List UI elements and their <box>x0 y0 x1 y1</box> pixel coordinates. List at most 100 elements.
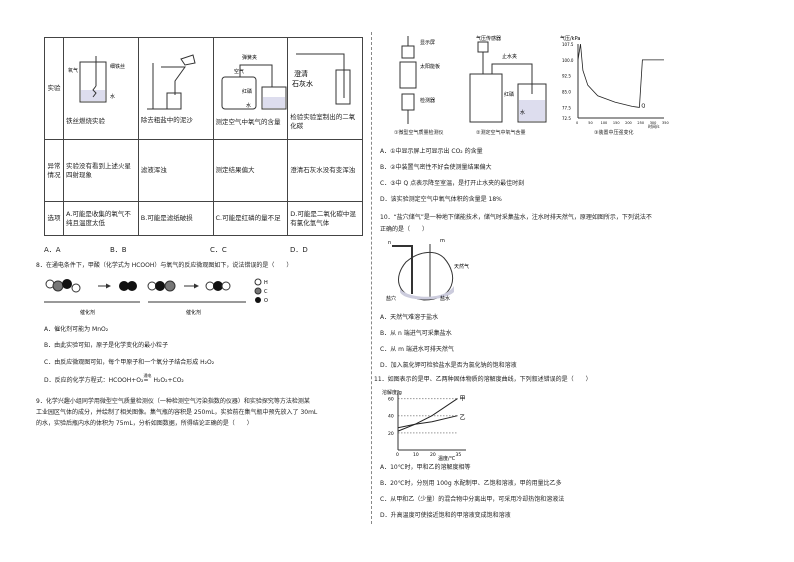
label-brine: 盐水 <box>440 295 450 302</box>
solubility-xtick: 10 <box>413 452 419 458</box>
q7-table: 实验 氧气 细铁丝 水 铁丝燃烧实验 除去粗盐中的泥沙 <box>44 37 363 236</box>
q10-option-c[interactable]: C．从 m 端进水可排天然气 <box>380 346 454 353</box>
pressure-ytick: 85.0 <box>562 90 571 95</box>
legend-h: H <box>264 280 268 286</box>
q9-option-d[interactable]: D．该实验测定空气中氧气体积的含量是 18% <box>380 196 502 203</box>
series-line-jia <box>397 398 458 432</box>
q9-stem: 9．化学兴趣小组同学用微型空气质量检测仪（一种检测空气污染指数的仪器）和实验探究… <box>36 396 366 429</box>
anomaly-b: 滤液浑浊 <box>137 139 214 202</box>
q7-answer-a[interactable]: A．A <box>44 246 61 254</box>
label-oxygen: 氧气 <box>68 67 78 74</box>
q8-option-d-text: D．反应的化学方程式：HCOOH+O₂ <box>44 377 144 384</box>
label-iron-wire: 细铁丝 <box>110 63 125 70</box>
option-cell-d: D.可能是二氧化碳中混有氯化氢气体 <box>287 201 363 236</box>
q7-answer-b[interactable]: B．B <box>110 246 127 254</box>
q9-stem-line-1: 9．化学兴趣小组同学用微型空气质量检测仪（一种检测空气污染指数的仪器）和实验探究… <box>36 398 310 405</box>
pressure-xtick: 250 <box>637 121 644 125</box>
q11-option-c[interactable]: C．从甲和乙（少量）的混合物中分离出甲，可采用冷却热饱和溶液法 <box>380 496 565 503</box>
label-cavern: 盐穴 <box>386 295 396 302</box>
q8-reaction-diagram: 催化剂 催化剂 H C O <box>44 278 268 316</box>
q8-eq-condition: 通电 <box>143 373 152 378</box>
filtration-figure <box>146 53 196 109</box>
solubility-xtick: 35 <box>456 452 462 458</box>
catalyst-label-1: 催化剂 <box>80 309 95 316</box>
q7-answer-d[interactable]: D．D <box>290 246 308 254</box>
oxygen-content-figure: 弹簧夹 空气 红磷 水 <box>221 54 286 109</box>
pressure-xtick: 0 <box>576 121 578 125</box>
label-phosphorus: 红磷 <box>504 91 514 98</box>
experiment-cell-d: 澄清 石灰水 检验实验室制出的二氧化碳 <box>287 37 363 140</box>
label-solar: 太阳能板 <box>420 63 440 70</box>
fig-caption-3: ③装置中压强变化 <box>594 130 634 136</box>
column-divider <box>371 32 372 524</box>
point-q-label: Q <box>641 103 645 109</box>
fig-caption-1: ①微型空气质量检测仪 <box>394 130 444 136</box>
q7-answer-c[interactable]: C．C <box>210 246 227 254</box>
experiment-cell-c: 弹簧夹 空气 红磷 水 测定空气中氧气的含量 <box>212 37 289 140</box>
solubility-xtick: 20 <box>430 452 436 458</box>
legend-c: C <box>264 289 268 295</box>
option-cell-a: A.可能是收集的氧气不纯且温度太低 <box>63 201 139 236</box>
series-label-yi: 乙 <box>460 415 466 422</box>
fig-caption-2: ②测定空气中氧气含量 <box>476 130 526 136</box>
pressure-ytick: 72.5 <box>562 116 571 121</box>
label-n: n <box>388 240 391 246</box>
q9-stem-line-3: 的水，实验后瓶内水的体积为 75mL，分析如图数据，所得结论正确的是（ ） <box>36 420 253 427</box>
solubility-ytick: 20 <box>388 431 394 437</box>
label-stop-clamp: 止水夹 <box>502 53 517 60</box>
label-red-phosphorus: 红磷 <box>242 88 252 95</box>
q8-option-c[interactable]: C．由反应微观图可知，每个甲原子和一个氧分子结合形成 H₂O₂ <box>44 359 215 366</box>
q11-option-d[interactable]: D．升高温度可使接近饱和的甲溶液变成饱和溶液 <box>380 512 511 519</box>
iron-burning-figure: 氧气 细铁丝 水 <box>68 55 125 102</box>
row-header-anomaly: 异常情况 <box>44 139 64 202</box>
label-water-c: 水 <box>246 102 251 109</box>
salt-cavern-figure: n m 天然气 盐水 盐穴 <box>386 238 469 302</box>
q8-option-b[interactable]: B．由此实验可知，原子是化学变化的最小粒子 <box>44 342 169 349</box>
experiment-cell-b: 除去粗盐中的泥沙 <box>137 37 214 140</box>
q11-option-a[interactable]: A．10℃时，甲和乙的溶解度相等 <box>380 464 471 471</box>
pressure-ytick: 92.5 <box>562 74 571 79</box>
q9-stem-line-2: 工业园区气体的成分，并绘制了相关图像。集气瓶的容积是 250mL，实验前在集气瓶… <box>36 409 318 416</box>
q9-option-b[interactable]: B．②中装置气密性不好会使测量结果偏大 <box>380 164 492 171</box>
label-natural-gas: 天然气 <box>454 263 469 270</box>
co2-test-figure: 澄清 石灰水 <box>292 53 351 105</box>
pressure-ytick: 107.5 <box>562 42 574 47</box>
q11-option-b[interactable]: B．20℃时，分别用 100g 水配制甲、乙饱和溶液，甲的用量比乙多 <box>380 480 562 487</box>
experiment-name-b: 除去粗盐中的泥沙 <box>140 115 193 124</box>
label-limewater: 石灰水 <box>292 79 313 88</box>
pressure-xtick: 200 <box>625 121 632 125</box>
q9-option-a[interactable]: A．①中显示屏上可显示出 CO₂ 的含量 <box>380 148 483 155</box>
experiment-cell-a: 氧气 细铁丝 水 铁丝燃烧实验 <box>63 37 139 140</box>
pressure-series-line <box>577 43 664 108</box>
pressure-xtick: 50 <box>588 121 592 125</box>
label-spring-clip: 弹簧夹 <box>242 54 257 61</box>
pressure-xlabel: 时间/s <box>648 123 659 129</box>
q10-option-a[interactable]: A．天然气难溶于盐水 <box>380 314 439 321</box>
label-clear: 澄清 <box>294 69 308 78</box>
series-label-jia: 甲 <box>460 396 466 403</box>
row-header-option: 选项 <box>44 201 64 236</box>
q9-option-c[interactable]: C．③中 Q 点表示降至室温，是打开止水夹的最佳时刻 <box>380 180 525 187</box>
experiment-name-d: 检验实验室制出的二氧化碳 <box>290 113 356 130</box>
q8-option-a[interactable]: A．催化剂可能为 MnO₂ <box>44 326 109 333</box>
solubility-ylabel: 溶解度/g <box>382 389 402 396</box>
label-water-r: 水 <box>520 109 525 116</box>
series-line-yi <box>397 415 458 429</box>
anomaly-a: 实验没有看到上述火星四射现象 <box>63 139 139 202</box>
q8-stem: 8．在通电条件下，甲酸（化学式为 HCOOH）与氧气的反应微观图如下，说法错误的… <box>36 262 293 269</box>
solubility-ytick: 60 <box>388 397 394 403</box>
label-water: 水 <box>110 93 115 100</box>
anomaly-d: 澄清石灰水没有变浑浊 <box>287 139 363 202</box>
q10-option-d[interactable]: D．加入氯化钾可检验盐水是否为氯化钠的饱和溶液 <box>380 362 517 369</box>
pressure-ytick: 77.5 <box>562 105 571 110</box>
row-header-experiment: 实验 <box>44 37 64 140</box>
q8-eq-products: H₂O₂+CO₂ <box>153 377 184 384</box>
q10-option-b[interactable]: B．从 n 端进气可采集盐水 <box>380 330 452 337</box>
experiment-name-c: 测定空气中氧气的含量 <box>215 117 281 126</box>
q10-stem: 10．“盐穴储气”是一种地下储能技术，储气时采集盐水，注水时排天然气，原理如图所… <box>380 212 780 236</box>
q11-stem: 11．如图表示的是甲、乙两种固体物质的溶解度曲线，下列叙述错误的是（ ） <box>374 376 592 383</box>
air-monitor-figure: 显示屏 太阳能板 检测器 <box>399 36 440 124</box>
label-detector: 检测器 <box>420 97 435 104</box>
